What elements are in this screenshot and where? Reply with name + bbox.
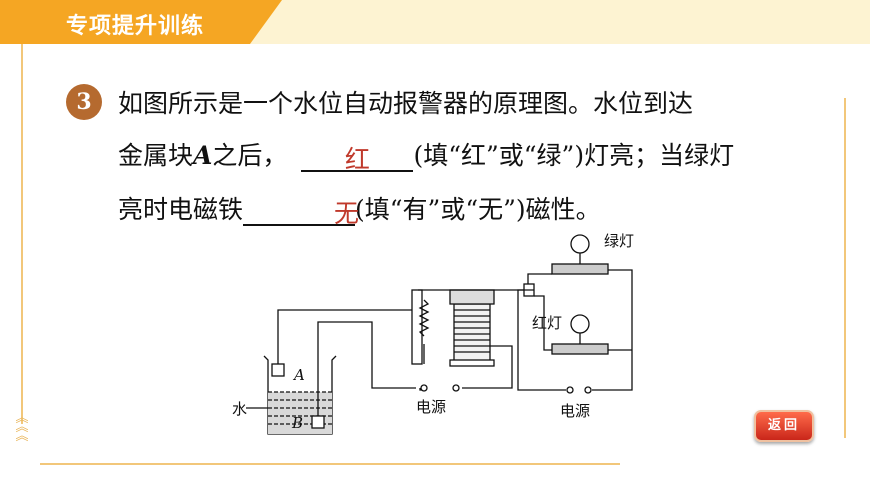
header-title: 专项提升训练: [66, 14, 205, 39]
metal-block-a: [271, 363, 285, 377]
header-tab: [0, 0, 282, 44]
line2-suffix: (填“红”或“绿”)灯亮；当绿灯: [413, 141, 735, 170]
power-label-1: 电源: [416, 398, 446, 416]
line2-mid: 之后，: [212, 141, 288, 170]
answer-blank-2: 无: [243, 194, 359, 228]
back-button[interactable]: 返回: [754, 410, 814, 442]
header-bar: 专项提升训练: [0, 0, 870, 44]
question-line-3: 亮时电磁铁 无(填“有”或“无”)磁性。: [118, 190, 601, 228]
green-lamp-base: [551, 263, 609, 275]
green-lamp-bulb: [570, 234, 590, 254]
circuit-diagram: 绿灯 红灯 电源 电源 水 A B: [232, 232, 634, 435]
metal-block-b: [311, 415, 325, 429]
line3-prefix: 亮时电磁铁: [118, 195, 244, 224]
bottom-divider: [40, 463, 620, 465]
double-chevron-up-icon: ︽︽︽: [15, 411, 29, 444]
electromagnet-coil: [453, 303, 491, 363]
green-lamp-label: 绿灯: [604, 232, 634, 250]
left-divider: [21, 44, 23, 424]
block-a-var: A: [193, 141, 213, 170]
red-lamp-base: [551, 343, 609, 355]
line2-prefix: 金属块: [118, 141, 194, 170]
right-divider: [844, 98, 846, 438]
block-b-label: B: [291, 414, 303, 432]
answer-1: 红: [344, 145, 370, 174]
red-lamp-label: 红灯: [532, 314, 562, 332]
red-lamp-bulb: [570, 314, 590, 334]
water-label: 水: [232, 400, 247, 418]
answer-2: 无: [334, 199, 360, 228]
answer-blank-1: 红: [301, 140, 414, 174]
power-label-2: 电源: [560, 402, 590, 420]
question-line-1: 如图所示是一个水位自动报警器的原理图。水位到达: [118, 89, 694, 118]
question-number-badge: 3: [66, 84, 102, 120]
relay-frame: [411, 289, 423, 365]
block-a-label: A: [292, 366, 305, 384]
question-line-2: 金属块A之后， 红 (填“红”或“绿”)灯亮；当绿灯: [118, 136, 735, 174]
line3-suffix: (填“有”或“无”)磁性。: [355, 195, 601, 224]
